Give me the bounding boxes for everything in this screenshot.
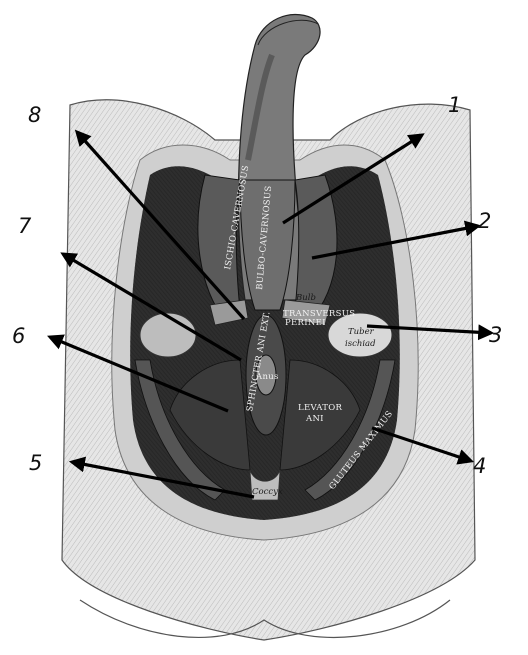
callout-3: 3 <box>489 323 502 347</box>
label-coccyx: Coccyx <box>252 487 283 497</box>
callout-5: 5 <box>29 451 42 475</box>
label-tuber: Tuber <box>348 327 375 337</box>
callout-8: 8 <box>28 103 41 127</box>
label-ani: ANI <box>305 414 324 424</box>
callout-6: 6 <box>12 324 25 348</box>
label-bulb: Bulb <box>295 293 316 303</box>
callout-4: 4 <box>473 454 486 478</box>
label-levator: LEVATOR <box>298 403 343 413</box>
label-perinei: PERINEI <box>285 318 326 328</box>
callout-1: 1 <box>448 93 461 117</box>
label-ischiad: ischiad <box>345 339 376 349</box>
callout-7: 7 <box>18 214 32 238</box>
callout-2: 2 <box>478 209 491 233</box>
